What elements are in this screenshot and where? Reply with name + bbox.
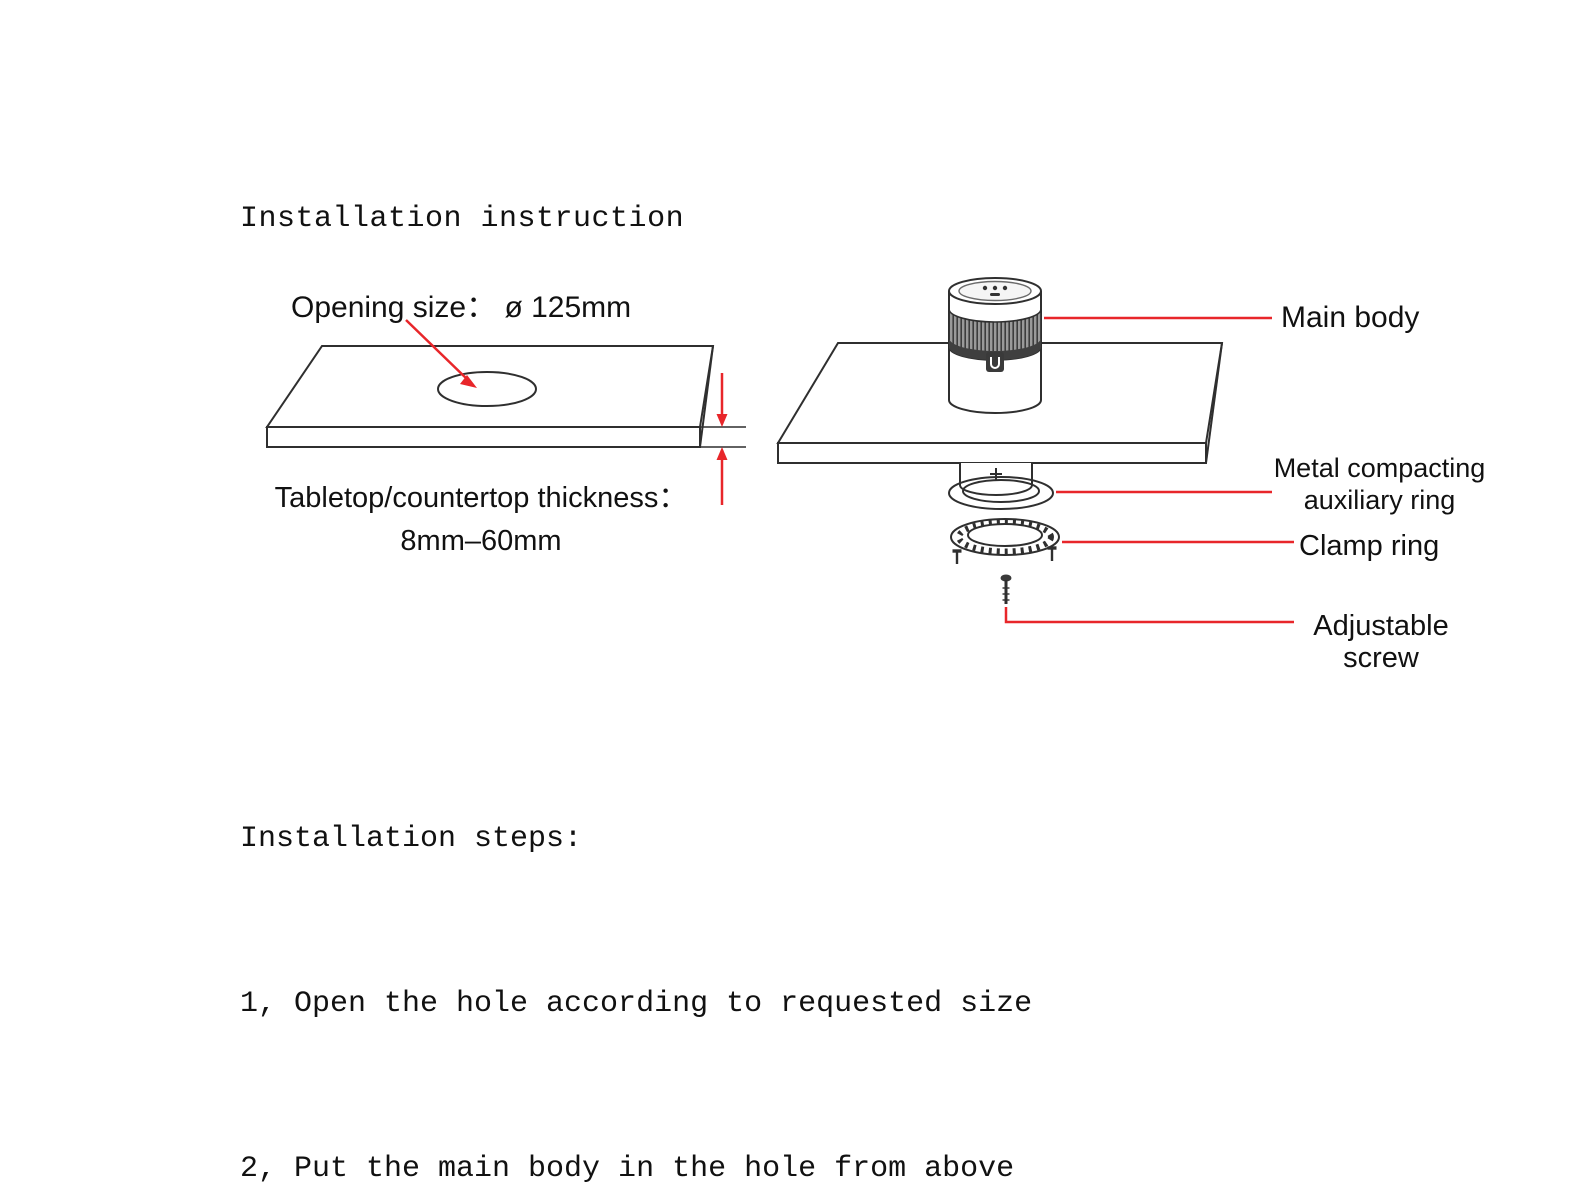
- logo-plate: [986, 352, 1004, 372]
- thickness-value: 8mm–60mm: [400, 525, 562, 557]
- main-body-label: Main body: [1281, 301, 1420, 334]
- opening-hole: [437, 371, 537, 407]
- adjustable-screw-label: Adjustable screw: [1300, 610, 1462, 674]
- tube-cross-mark: [990, 468, 1002, 480]
- clamp-ring-label: Clamp ring: [1299, 530, 1440, 562]
- leader-adjustable-screw: [1004, 607, 1294, 624]
- knurled-band: [948, 308, 1042, 361]
- installation-steps: Installation steps: 1, Open the hole acc…: [240, 702, 1284, 1184]
- left-tabletop-slab: [265, 345, 715, 448]
- main-body-part: [948, 277, 1042, 414]
- metal-auxiliary-ring-part: [948, 476, 1054, 510]
- adjustable-screw-part: [1000, 574, 1012, 604]
- adjustable-screw-label-line1: Adjustable: [1313, 610, 1449, 642]
- clamp-ring-part: [950, 518, 1060, 564]
- opening-size-arrow: [405, 319, 477, 388]
- thickness-label: Tabletop/countertop thickness：: [274, 482, 688, 514]
- cap-indicator-dots: [982, 285, 1008, 296]
- step-line: 2, Put the main body in the hole from ab…: [240, 1152, 1015, 1184]
- metal-ring-label-line2: auxiliary ring: [1303, 485, 1456, 515]
- thickness-dimension: [700, 373, 746, 505]
- step-line: 1, Open the hole according to requested …: [240, 987, 1033, 1021]
- page-title: Installation instruction: [240, 202, 685, 236]
- clamp-ring-screws: [952, 546, 1057, 564]
- metal-ring-label: Metal compacting auxiliary ring: [1272, 452, 1487, 516]
- metal-ring-label-line1: Metal compacting: [1273, 453, 1486, 483]
- leader-lines: [1004, 316, 1294, 624]
- adjustable-screw-label-line2: screw: [1343, 642, 1419, 674]
- opening-size-label: Opening size： ø 125mm: [291, 291, 632, 324]
- thickness-label-block: Tabletop/countertop thickness： 8mm–60mm: [256, 477, 706, 563]
- lower-tube: [959, 463, 1033, 496]
- right-tabletop-slab: [776, 342, 1224, 464]
- steps-heading: Installation steps:: [240, 822, 583, 856]
